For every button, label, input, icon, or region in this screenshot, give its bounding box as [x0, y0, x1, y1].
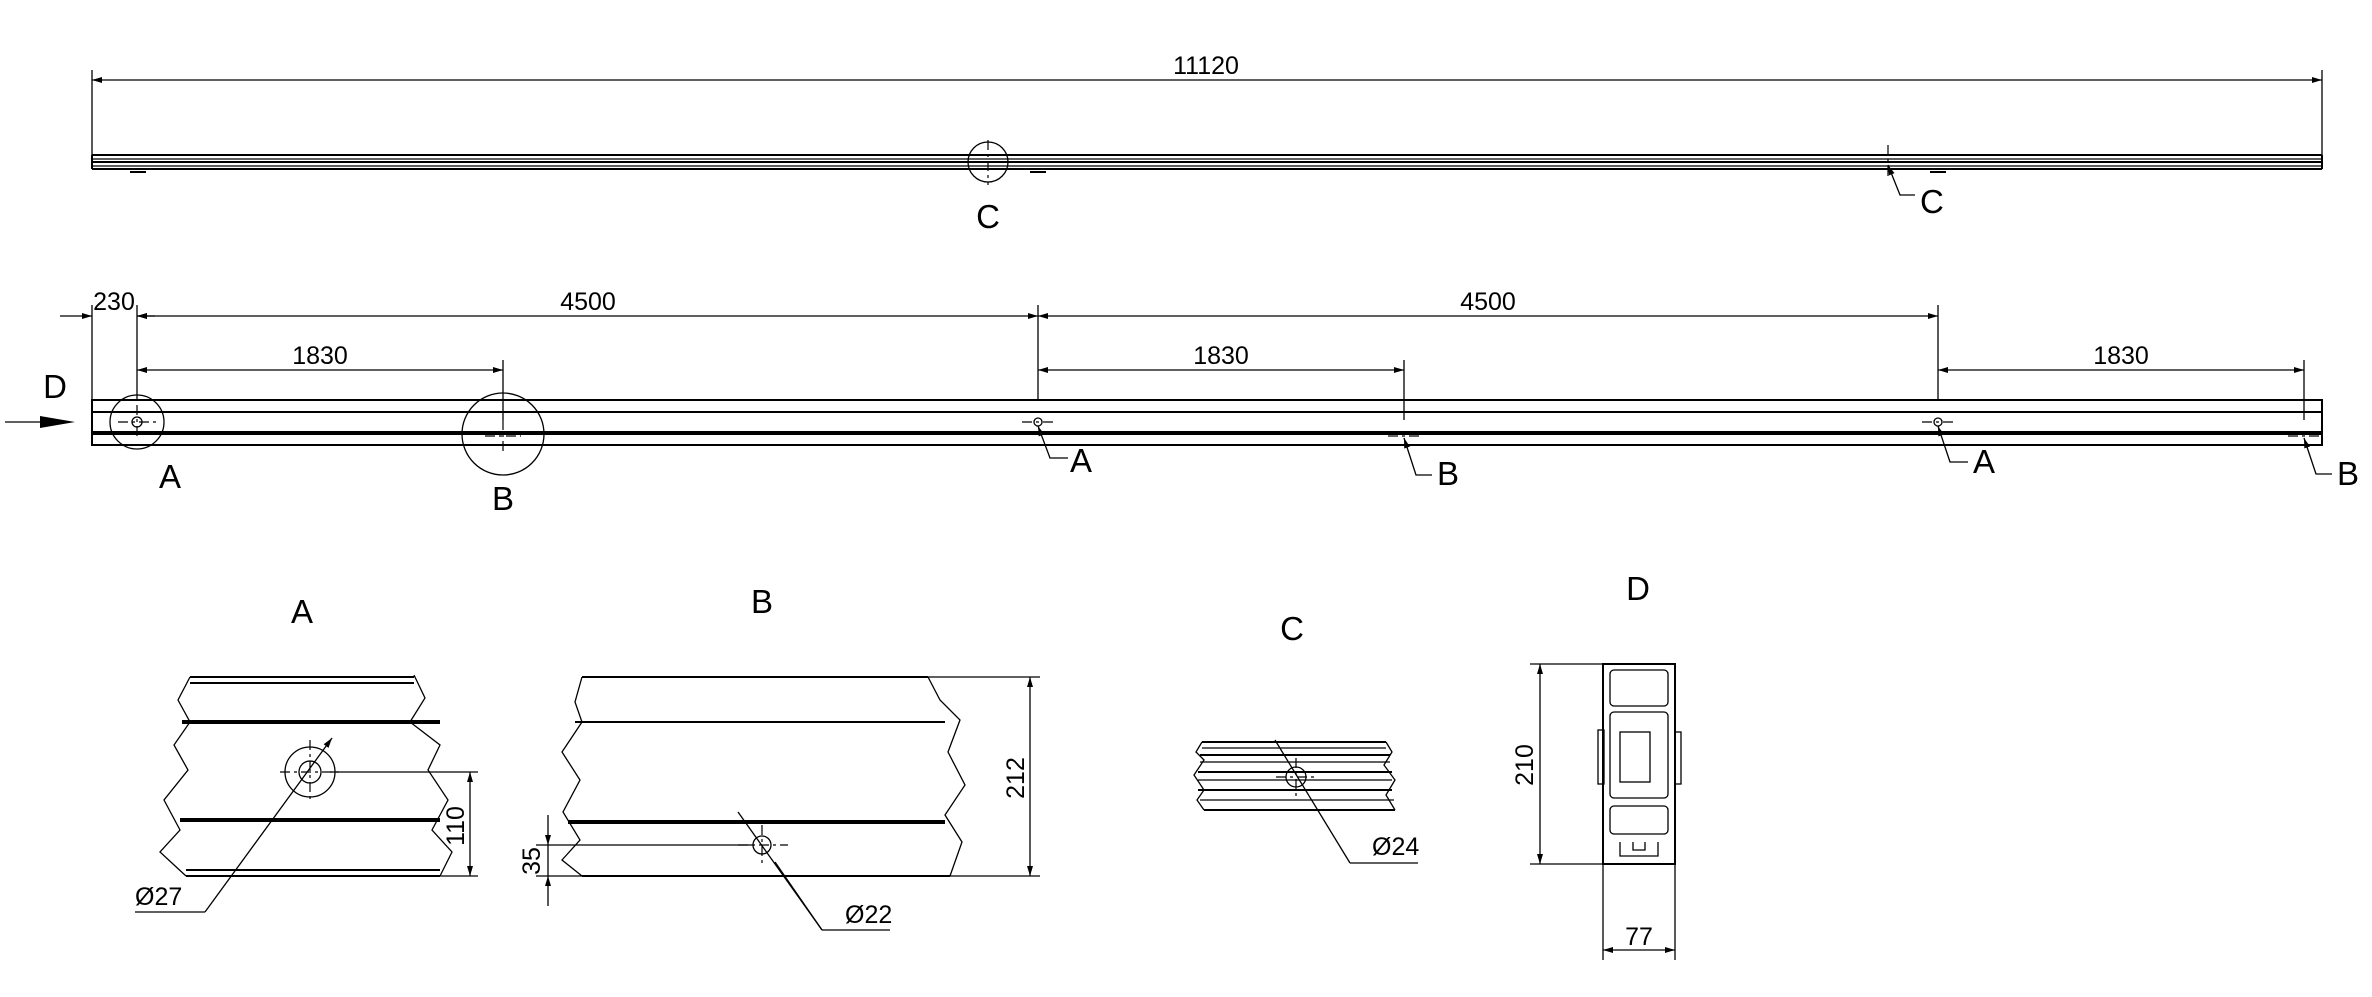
side-rail [91, 399, 2323, 446]
top-rail [91, 154, 2323, 173]
callout-a2: A [1070, 442, 1092, 479]
detail-a: A 110 Ø27 [135, 593, 478, 913]
callout-b3: B [2337, 455, 2359, 492]
callout-c-left: C [976, 198, 1000, 235]
detail-a-dia-label: Ø27 [135, 883, 182, 911]
dim-pitch-2-label: 4500 [1460, 288, 1516, 316]
dim-pitch-1-label: 4500 [560, 288, 616, 316]
dim-b2-label: 1830 [1193, 342, 1249, 370]
overall-length-dimension: 11120 [91, 52, 2323, 155]
detail-b-offset-label: 35 [518, 847, 546, 875]
detail-b-height-label: 212 [1002, 757, 1030, 799]
dim-offset-label: 230 [93, 288, 135, 316]
view-d-arrow: D [5, 368, 75, 428]
detail-c-dia-label: Ø24 [1372, 833, 1419, 861]
detail-a-circle [109, 394, 165, 450]
top-view: 11120 C C [91, 52, 2323, 235]
callout-a3: A [1973, 443, 1995, 480]
detail-a-height-label: 110 [442, 806, 470, 846]
callout-c-right: C [1920, 183, 1944, 220]
detail-b-circle [461, 392, 545, 476]
detail-c: C Ø24 [1193, 610, 1419, 864]
detail-a-title: A [291, 593, 313, 630]
detail-b-dia-label: Ø22 [845, 901, 892, 929]
detail-d-height-label: 210 [1511, 744, 1539, 786]
view-d-label: D [43, 368, 67, 405]
dim-b1-label: 1830 [292, 342, 348, 370]
side-view: 230 4500 4500 1830 1830 1830 D A [5, 288, 2359, 517]
detail-b: B 212 35 Ø22 [518, 583, 1040, 931]
detail-d-title: D [1626, 570, 1650, 607]
callout-b1: B [492, 480, 514, 517]
callout-a1: A [159, 458, 181, 495]
dim-b3-label: 1830 [2093, 342, 2149, 370]
detail-c-title: C [1280, 610, 1304, 647]
callout-b2: B [1437, 455, 1459, 492]
detail-b-title: B [751, 583, 773, 620]
detail-d-width-label: 77 [1625, 923, 1653, 951]
dimension-chain: 230 4500 4500 1830 1830 1830 [60, 288, 2305, 420]
overall-length-label: 11120 [1173, 52, 1239, 80]
detail-d: D 210 77 [1511, 570, 1682, 960]
